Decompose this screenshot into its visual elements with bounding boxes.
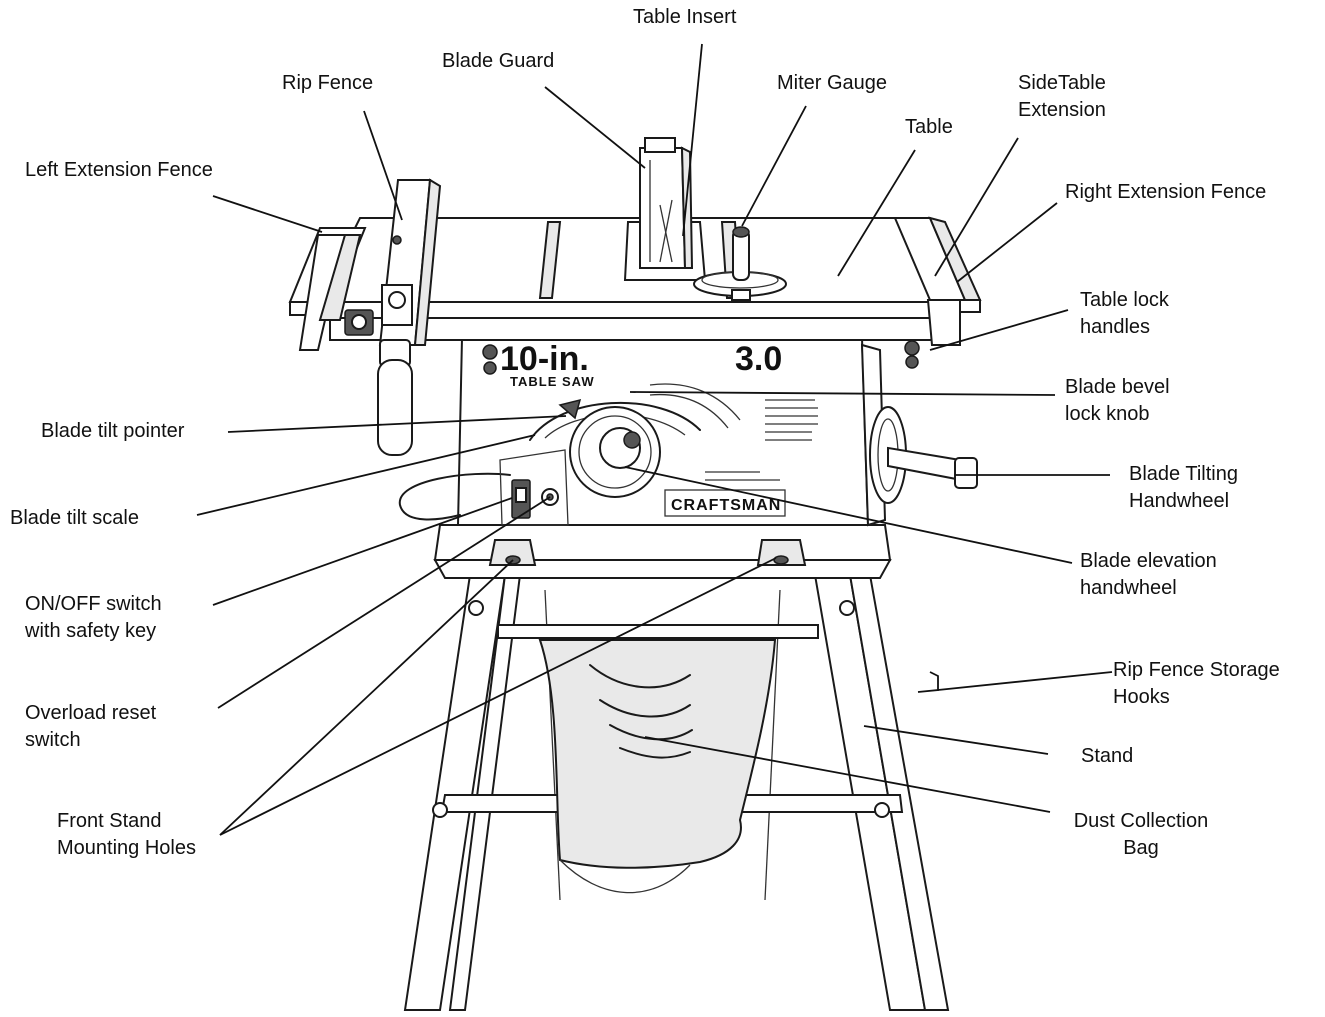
rip-fence <box>377 178 442 456</box>
label-blade-tilt-pointer: Blade tilt pointer <box>41 420 185 442</box>
dust-collection-bag-shape <box>538 639 777 894</box>
label-stand: Stand <box>1081 745 1134 767</box>
stand-hole <box>468 600 484 616</box>
label-blade-tilting-handwheel: Blade Tilting Handwheel <box>1129 463 1238 512</box>
label-left-extension-fence: Left Extension Fence <box>25 159 213 181</box>
label-rip-fence: Rip Fence <box>282 72 374 94</box>
label-overload-reset-switch: Overload reset switch <box>25 702 157 751</box>
size-sub-decal: TABLE SAW <box>510 374 595 389</box>
brand-decal: CRAFTSMAN <box>671 497 781 514</box>
label-blade-guard: Blade Guard <box>442 50 555 72</box>
label-right-extension-fence: Right Extension Fence <box>1065 181 1267 203</box>
label-miter-gauge: Miter Gauge <box>777 72 888 94</box>
label-table: Table <box>905 116 953 138</box>
stand-top <box>433 524 892 579</box>
label-blade-bevel-lock-knob: Blade bevel lock knob <box>1065 376 1170 425</box>
size-decal: 10-in. <box>500 340 589 378</box>
label-dust-collection-bag: Dust Collection Bag <box>1073 810 1209 859</box>
miter-gauge <box>693 226 787 301</box>
leader-lines <box>196 43 1113 836</box>
label-table-lock-handles: Table lock handles <box>1080 289 1169 338</box>
label-side-table-extension: SideTable Extension <box>1018 72 1106 121</box>
label-table-insert: Table Insert <box>633 6 737 28</box>
label-front-stand-mounting-holes: Front Stand Mounting Holes <box>57 810 196 859</box>
label-on-off-switch: ON/OFF switch with safety key <box>25 593 162 642</box>
stand-hole <box>432 802 448 818</box>
label-blade-elevation-handwheel: Blade elevation handwheel <box>1080 550 1217 599</box>
blade-guard <box>639 137 694 269</box>
stand-hole <box>874 802 890 818</box>
label-blade-tilt-scale: Blade tilt scale <box>10 507 139 529</box>
stand-hole <box>839 600 855 616</box>
saw-body: CRAFTSMAN 10-in. TABLE SAW 3.0 <box>398 337 978 527</box>
label-rip-fence-storage-hooks: Rip Fence Storage Hooks <box>1113 659 1280 708</box>
hp-decal: 3.0 <box>735 340 782 378</box>
